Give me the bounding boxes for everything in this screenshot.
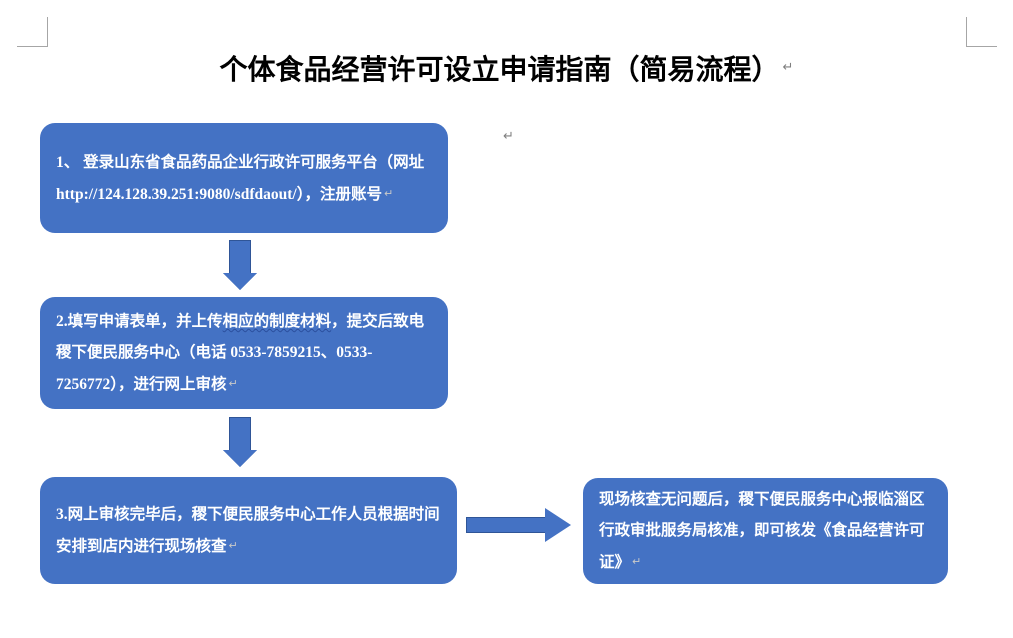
paragraph-mark-icon: ↵ (228, 539, 238, 552)
paragraph-mark-icon: ↵ (503, 129, 514, 144)
document-title-text: 个体食品经营许可设立申请指南（简易流程） (219, 54, 780, 85)
arrow-head (223, 450, 257, 467)
flow-step-4-text: 现场核查无问题后，稷下便民服务中心报临淄区行政审批服务局核准，即可核发《食品经营… (599, 484, 932, 578)
paragraph-mark-icon: ↵ (632, 555, 642, 568)
flow-step-1-box[interactable]: 1、 登录山东省食品药品企业行政许可服务平台（网址 http://124.128… (40, 123, 448, 233)
flow-step-1-segment-tail: ），注册账号 (296, 185, 382, 203)
arrow-shaft (229, 240, 251, 274)
arrow-shaft (466, 517, 546, 533)
arrow-shaft (229, 417, 251, 451)
arrow-down-icon-step2-to-step3 (222, 417, 258, 469)
arrow-down-icon-step1-to-step2 (222, 240, 258, 290)
flow-step-1-segment-lead: 1、 登录山东省食品药品企业行政许可服务平台（网址 (56, 153, 425, 171)
flow-step-2-segment-lead: 2.填写申请表单，并上传 (56, 313, 223, 330)
flow-step-3-segment: 3.网上审核完毕后，稷下便民服务中心工作人员根据时间安排到店内进行现场核查 (56, 506, 440, 555)
flow-step-4-box[interactable]: 现场核查无问题后，稷下便民服务中心报临淄区行政审批服务局核准，即可核发《食品经营… (583, 478, 948, 584)
flow-step-1-text: 1、 登录山东省食品药品企业行政许可服务平台（网址 http://124.128… (56, 147, 432, 210)
flow-step-1-url: http://124.128.39.251:9080/sdfdaout/ (56, 185, 297, 203)
paragraph-mark-icon: ↵ (228, 377, 238, 390)
flow-step-2-box[interactable]: 2.填写申请表单，并上传相应的制度材料，提交后致电稷下便民服务中心（电话 053… (40, 297, 448, 409)
arrow-right-icon-step3-to-step4 (466, 508, 574, 542)
arrow-head (223, 273, 257, 290)
flow-step-2-spellcheck-segment: 相应的制度材料 (222, 313, 332, 330)
flow-step-3-text: 3.网上审核完毕后，稷下便民服务中心工作人员根据时间安排到店内进行现场核查↵ (56, 499, 441, 562)
paragraph-mark-icon: ↵ (383, 186, 394, 200)
flow-step-2-segment-tail: ，提交后致电稷下便民服务中心（电话 0533-7859215、0533-7256… (56, 313, 425, 393)
flow-step-3-box[interactable]: 3.网上审核完毕后，稷下便民服务中心工作人员根据时间安排到店内进行现场核查↵ (40, 477, 457, 584)
document-title: 个体食品经营许可设立申请指南（简易流程）↵ (0, 48, 1013, 88)
flow-step-4-segment: 现场核查无问题后，稷下便民服务中心报临淄区行政审批服务局核准，即可核发《食品经营… (599, 491, 925, 571)
arrow-head (545, 508, 571, 542)
paragraph-mark-icon: ↵ (782, 60, 794, 75)
flow-step-2-text: 2.填写申请表单，并上传相应的制度材料，提交后致电稷下便民服务中心（电话 053… (56, 306, 432, 400)
